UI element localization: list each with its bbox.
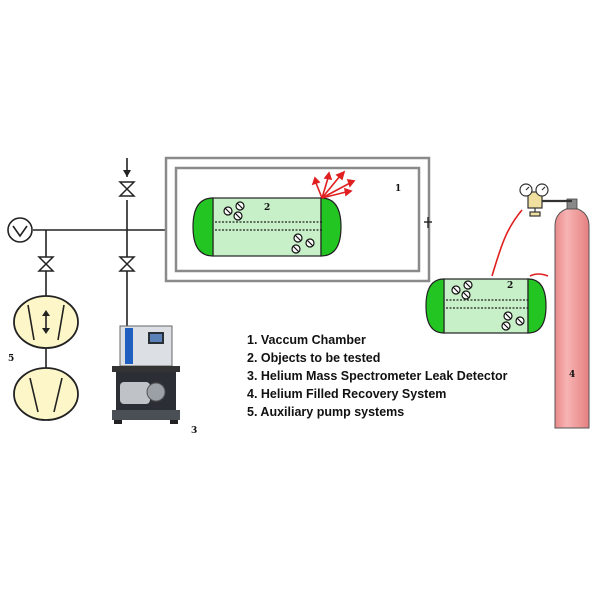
callout-2-chamber: 2 [264,203,270,213]
helium-cylinder [554,198,590,429]
helium-leak-arrows [311,170,356,199]
test-object-in-chamber [192,197,342,257]
helium-hose [491,209,549,277]
callout-5: 5 [8,354,14,364]
pressure-regulator [519,183,572,217]
legend-item-leak-detector: 3. Helium Mass Spectrometer Leak Detecto… [247,369,508,383]
inlet-arrow [123,170,131,177]
legend-item-auxiliary-pumps: 5. Auxiliary pump systems [247,405,405,419]
legend: 1. Vaccum Chamber 2. Objects to be teste… [247,331,567,421]
legend-item-vacuum-chamber: 1. Vaccum Chamber [247,333,366,347]
leak-detector-machine [112,325,180,424]
legend-item-objects-tested: 2. Objects to be tested [247,351,381,365]
test-object-outside [425,278,547,334]
auxiliary-pump-lower [13,367,79,421]
callout-4: 4 [569,370,575,380]
valve-icon [118,256,136,272]
valve-icon [118,181,136,197]
callout-3: 3 [191,426,197,436]
auxiliary-pump-upper [13,295,79,349]
callout-1: 1 [395,184,401,194]
legend-item-recovery-system: 4. Helium Filled Recovery System [247,387,447,401]
valve-icon [37,256,55,272]
vent-valve-icon [7,217,33,243]
callout-2-outside: 2 [507,281,513,291]
